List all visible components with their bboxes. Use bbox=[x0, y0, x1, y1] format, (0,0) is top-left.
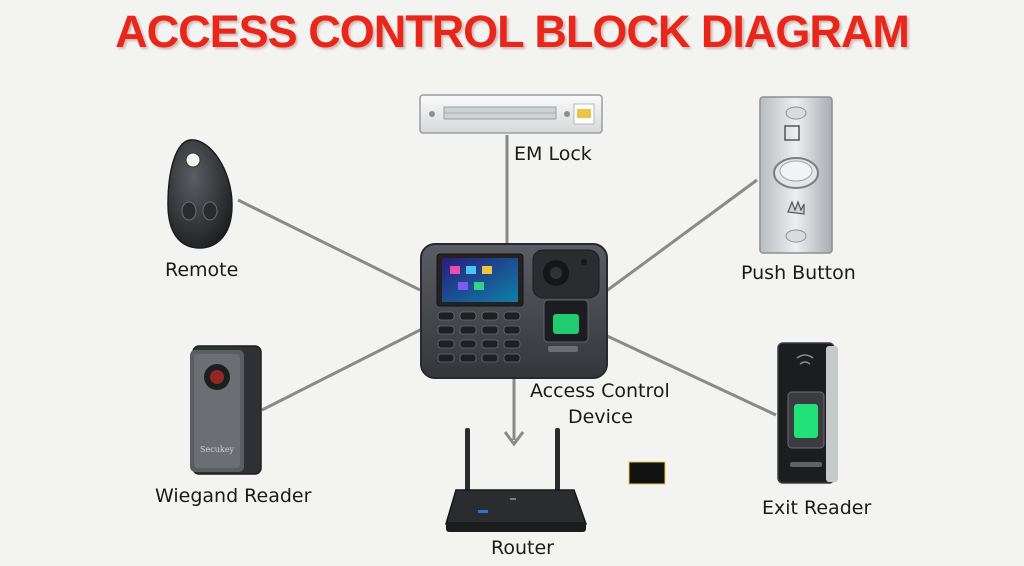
exit-reader-image bbox=[777, 342, 838, 484]
label-access-control-device-line2: Device bbox=[568, 406, 633, 428]
router-image bbox=[444, 428, 588, 532]
label-em-lock: EM Lock bbox=[514, 143, 592, 165]
wiegand-reader-image: Secukey bbox=[190, 345, 262, 475]
connectors bbox=[237, 135, 777, 447]
label-wiegand-reader: Wiegand Reader bbox=[155, 485, 312, 507]
connector-wiegand-reader bbox=[261, 326, 425, 412]
label-remote: Remote bbox=[165, 259, 239, 281]
label-router: Router bbox=[491, 537, 554, 559]
access-control-device-image bbox=[420, 243, 608, 379]
label-push-button: Push Button bbox=[741, 262, 856, 284]
connector-remote bbox=[237, 198, 421, 292]
small-tag-image bbox=[628, 461, 666, 485]
connector-exit-reader bbox=[604, 333, 777, 417]
connector-push-button bbox=[604, 178, 758, 294]
label-access-control-device-line1: Access Control bbox=[530, 380, 670, 402]
em-lock-image bbox=[419, 94, 603, 134]
label-exit-reader: Exit Reader bbox=[762, 497, 872, 519]
push-button-image bbox=[759, 96, 833, 254]
wiegand-brand: Secukey bbox=[200, 445, 234, 454]
diagram-title: ACCESS CONTROL BLOCK DIAGRAM bbox=[115, 6, 910, 57]
device-keypad bbox=[437, 311, 521, 363]
remote-image bbox=[167, 139, 233, 249]
connector-router-arrowhead bbox=[503, 431, 525, 447]
